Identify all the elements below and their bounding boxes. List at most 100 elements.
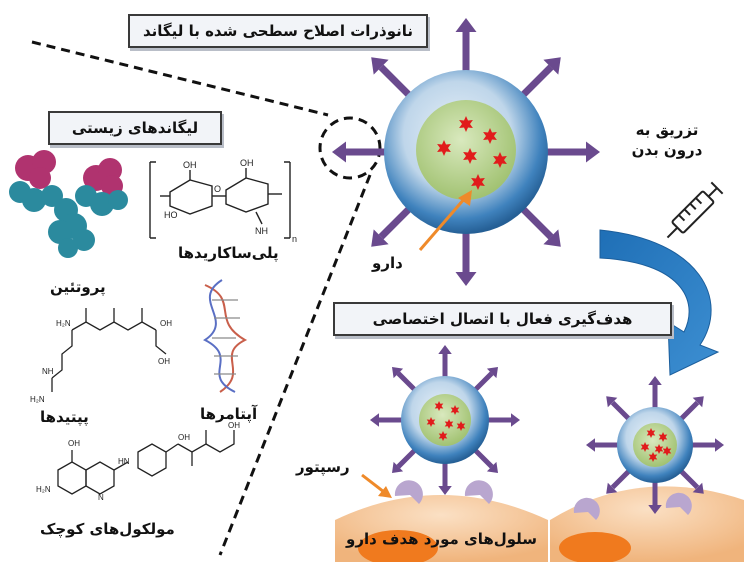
- polysaccharides-label: پلی‌ساکاریدها: [178, 244, 279, 262]
- nanoparticle-bound-left: [370, 345, 520, 495]
- ligand-arrow-head: [543, 229, 561, 247]
- ligand-arrow-head: [392, 367, 404, 379]
- bio-ligands-box: لیگاندهای زیستی: [48, 111, 222, 145]
- peptide-oh-label: OH: [158, 357, 170, 366]
- drug-star: [471, 174, 485, 190]
- ligand-arrow-head: [371, 229, 389, 247]
- folate-n-label: N: [98, 493, 104, 502]
- title-text: نانوذرات اصلاح سطحی شده با لیگاند: [142, 22, 414, 40]
- polysac-oh-label: OH: [183, 160, 197, 170]
- drug-star: [658, 432, 668, 442]
- nanoparticle-bound-right: [586, 376, 724, 514]
- ligand-arrow-head: [543, 57, 561, 75]
- ligand-arrow-shaft: [472, 371, 494, 393]
- drug-star: [654, 444, 664, 454]
- ligand-arrow-head: [392, 461, 404, 473]
- proteins-label: پروتئین: [50, 278, 106, 296]
- ligand-arrows: [332, 18, 600, 286]
- nanoparticle-core: [419, 394, 471, 446]
- polysac-ho-label: HO: [164, 210, 178, 220]
- peptide-h2n-label: H₂N: [30, 395, 45, 404]
- ligand-arrow-head: [692, 396, 704, 408]
- receptor-label: رسپتور: [296, 458, 350, 476]
- drug-star: [438, 431, 448, 441]
- ligand-arrow-head: [511, 413, 520, 427]
- peptide-oh-label: OH: [160, 319, 172, 328]
- target-cells-label: سلول‌های مورد هدف دارو: [346, 530, 538, 548]
- polysac-o-label: O: [214, 184, 221, 194]
- drug-star: [456, 421, 466, 431]
- drug-star: [444, 419, 454, 429]
- targeting-box: هدف‌گیری فعال با اتصال اختصاصی: [333, 302, 672, 336]
- drug-star: [648, 452, 658, 462]
- ligand-arrow-head: [332, 141, 346, 163]
- injection-label: تزریق به درون بدن: [631, 121, 703, 159]
- drug-star: [640, 442, 650, 452]
- aptamer-structure: [203, 279, 248, 393]
- folate-oh-label: OH: [178, 433, 190, 442]
- nanoparticle-core: [633, 423, 677, 467]
- ligand-arrow-head: [455, 272, 477, 286]
- cell-nucleus: [358, 530, 438, 562]
- polysaccharide-structure: [149, 161, 291, 239]
- drug-pointer-arrow: [418, 190, 472, 251]
- nanoparticle-large: [384, 70, 548, 234]
- targeting-text: هدف‌گیری فعال با اتصال اختصاصی: [372, 310, 633, 328]
- cell-nucleus: [559, 532, 631, 562]
- folate-h2n-label: H₂N: [36, 485, 51, 494]
- ligand-arrow-shaft: [610, 467, 633, 490]
- peptide-structure: [51, 308, 167, 392]
- title-box: نانوذرات اصلاح سطحی شده با لیگاند: [128, 14, 428, 48]
- ligand-arrow-head: [438, 345, 452, 354]
- ligand-arrow-head: [486, 367, 498, 379]
- ligand-arrow-head: [606, 482, 618, 494]
- ligand-arrows: [586, 376, 724, 514]
- receptor-pointer-arrow: [361, 473, 392, 498]
- ligand-arrow-shaft: [518, 204, 554, 240]
- ligand-arrow-shaft: [610, 400, 633, 423]
- ligand-arrows: [370, 345, 520, 495]
- ligand-arrow-shaft: [396, 371, 418, 393]
- peptides-label: پپتیدها: [40, 408, 89, 426]
- ligand-arrow-shaft: [472, 447, 494, 469]
- ligand-arrow-shaft: [396, 447, 418, 469]
- ligand-arrow-head: [648, 376, 662, 385]
- small-molecule-labels: OH H₂N HN OH OH N: [36, 421, 240, 502]
- polysac-oh-label: OH: [240, 158, 254, 168]
- polysac-n-label: n: [292, 234, 297, 244]
- zoom-dashed-lines: [31, 40, 382, 556]
- ligand-arrow-head: [715, 438, 724, 452]
- flow-blue-arrow: [599, 229, 720, 376]
- small-molecules-label: مولکول‌های کوچک: [40, 520, 175, 538]
- ligand-arrow-head: [606, 396, 618, 408]
- ligand-arrow-head: [586, 141, 600, 163]
- ligand-arrow-shaft: [677, 467, 700, 490]
- bio-ligands-text: لیگاندهای زیستی: [71, 119, 199, 137]
- aptamers-label: آپتامرها: [200, 405, 258, 423]
- ligand-arrow-shaft: [378, 64, 414, 100]
- folate-oh-label: OH: [68, 439, 80, 448]
- syringe-icon: [666, 181, 724, 239]
- receptors: [394, 480, 692, 520]
- drug-star: [450, 405, 460, 415]
- ligand-arrow-head: [586, 438, 595, 452]
- drug-star: [426, 417, 436, 427]
- drug-star: [662, 446, 672, 456]
- drug-star: [646, 428, 656, 438]
- small-molecule-structure: [57, 430, 235, 495]
- drug-star: [463, 148, 477, 164]
- ligand-arrow-head: [438, 486, 452, 495]
- ligand-arrow-head: [692, 482, 704, 494]
- drug-star: [434, 401, 444, 411]
- drug-star: [437, 140, 451, 156]
- ligand-arrow-head: [370, 413, 379, 427]
- polysac-nh-label: NH: [255, 226, 268, 236]
- folate-hn-label: HN: [118, 457, 130, 466]
- ligand-arrow-head: [455, 18, 477, 32]
- drug-label: دارو: [372, 254, 403, 272]
- peptide-nh-label: NH: [42, 367, 54, 376]
- polysaccharide-labels: OH OH HO O NH n: [164, 158, 297, 244]
- drug-stars: [437, 116, 507, 190]
- ligand-arrow-head: [648, 505, 662, 514]
- ligand-arrow-head: [486, 461, 498, 473]
